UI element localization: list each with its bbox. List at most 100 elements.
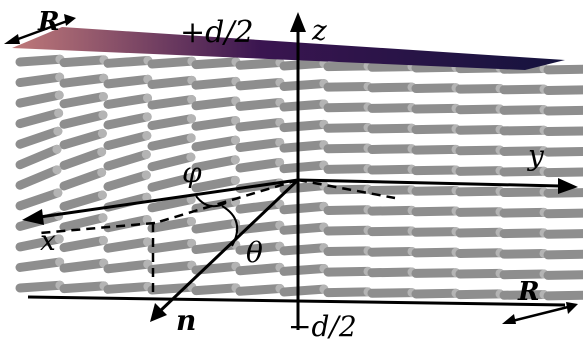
rubbing-arrow-bottom: [502, 302, 578, 324]
lc-molecule-rod: [367, 246, 417, 257]
liquid-crystal-molecules: [15, 54, 583, 301]
lc-molecule-rod: [191, 57, 241, 70]
lc-molecule-rod: [455, 145, 505, 156]
lc-molecule-rod: [543, 249, 583, 260]
lc-molecule-rod: [323, 205, 373, 215]
lc-molecule-end: [230, 175, 240, 185]
lc-molecule-rod: [147, 152, 196, 172]
lc-molecule-rod: [543, 146, 583, 157]
lc-molecule-rod: [147, 173, 196, 192]
lc-molecule-rod: [543, 290, 583, 301]
lc-molecule-rod: [499, 269, 549, 280]
lc-molecule-end: [53, 126, 63, 136]
lc-molecule-rod: [103, 112, 152, 130]
lc-molecule-rod: [235, 137, 285, 152]
lc-molecule-end: [97, 147, 107, 157]
lc-molecule-end: [53, 188, 63, 198]
lc-molecule-rod: [499, 187, 549, 198]
lc-molecule-rod: [15, 54, 65, 67]
lc-molecule-rod: [103, 170, 151, 192]
top-surface-label: +d/2: [180, 15, 254, 50]
lc-molecule-rod: [235, 117, 285, 132]
director-n-arrowhead: [150, 303, 167, 322]
lc-molecule-rod: [455, 248, 505, 259]
lc-molecule-rod: [367, 123, 417, 134]
lc-molecule-rod: [499, 84, 549, 95]
lc-molecule-rod: [367, 226, 417, 237]
director-label: n: [176, 304, 196, 337]
lc-molecule-rod: [191, 116, 241, 131]
lc-molecule-end: [97, 167, 107, 177]
lc-molecule-rod: [103, 282, 153, 294]
lc-molecule-rod: [103, 215, 152, 233]
director-n-line: [156, 178, 300, 315]
lc-molecule-rod: [59, 281, 109, 294]
lc-molecule-end: [54, 90, 64, 100]
lc-molecule-rod: [411, 206, 461, 217]
lc-molecule-rod: [323, 266, 373, 277]
azimuth-angle-label: φ: [182, 156, 202, 189]
lc-molecule-rod: [15, 188, 63, 211]
lc-molecule-rod: [411, 144, 461, 155]
lc-molecule-rod: [367, 144, 417, 154]
lc-molecule-rod: [279, 243, 329, 256]
lc-molecule-rod: [279, 201, 329, 215]
lc-molecule-rod: [367, 185, 417, 196]
lc-molecule-rod: [543, 105, 583, 116]
lc-molecule-rod: [147, 75, 197, 90]
lc-molecule-rod: [59, 110, 108, 129]
lc-molecule-rod: [235, 157, 285, 173]
lc-molecule-rod: [455, 83, 505, 94]
polar-angle-arc: [221, 205, 239, 247]
lc-molecule-rod: [15, 257, 65, 272]
lc-molecule-rod: [147, 195, 196, 213]
lc-molecule-rod: [15, 165, 62, 190]
lc-molecule-rod: [411, 288, 461, 299]
lc-molecule-end: [98, 110, 108, 120]
lc-molecule-rod: [191, 218, 241, 234]
polar-angle-label: θ: [246, 236, 263, 269]
lc-molecule-end: [231, 116, 241, 126]
lc-molecule-rod: [147, 56, 197, 69]
projection-line-x-parallel: [39, 221, 156, 235]
lc-molecule-rod: [455, 227, 505, 238]
lc-molecule-end: [142, 215, 152, 225]
lc-molecule-rod: [15, 144, 62, 170]
lc-molecule-rod: [103, 93, 152, 109]
lc-molecule-end: [142, 112, 152, 122]
lc-molecule-rod: [367, 82, 417, 93]
lc-molecule-rod: [147, 133, 196, 151]
lc-molecule-end: [230, 155, 240, 165]
lc-molecule-rod: [59, 235, 108, 253]
lc-molecule-rod: [411, 186, 461, 196]
lc-molecule-rod: [103, 149, 151, 171]
projection-line-in-plane: [154, 178, 299, 225]
lc-molecule-rod: [543, 126, 583, 137]
lc-molecule-rod: [499, 166, 549, 177]
rubbing-label-bottom: R: [517, 277, 540, 307]
lc-molecule-rod: [15, 108, 64, 129]
lc-molecule-rod: [235, 284, 285, 296]
rubbing-arrow-top: [4, 14, 76, 44]
lc-molecule-rod: [59, 258, 109, 273]
lc-molecule-end: [141, 170, 151, 180]
lc-molecule-rod: [15, 126, 63, 149]
lc-molecule-rod: [59, 55, 109, 68]
lc-molecule-rod: [323, 246, 373, 257]
lc-molecule-rod: [455, 289, 505, 300]
lc-molecule-rod: [191, 155, 240, 172]
lc-molecule-rod: [411, 268, 461, 278]
lc-molecule-rod: [323, 143, 373, 154]
x-axis-label: x: [40, 224, 56, 257]
lc-molecule-rod: [367, 164, 417, 175]
lc-molecule-end: [186, 216, 196, 226]
lc-molecule-end: [97, 128, 107, 138]
azimuth-angle-arc: [195, 195, 227, 208]
lc-molecule-end: [141, 149, 151, 159]
lc-molecule-rod: [367, 267, 417, 278]
lc-molecule-end: [186, 173, 196, 183]
lc-molecule-rod: [543, 167, 583, 178]
lc-molecule-rod: [367, 62, 417, 72]
lc-molecule-end: [186, 133, 196, 143]
